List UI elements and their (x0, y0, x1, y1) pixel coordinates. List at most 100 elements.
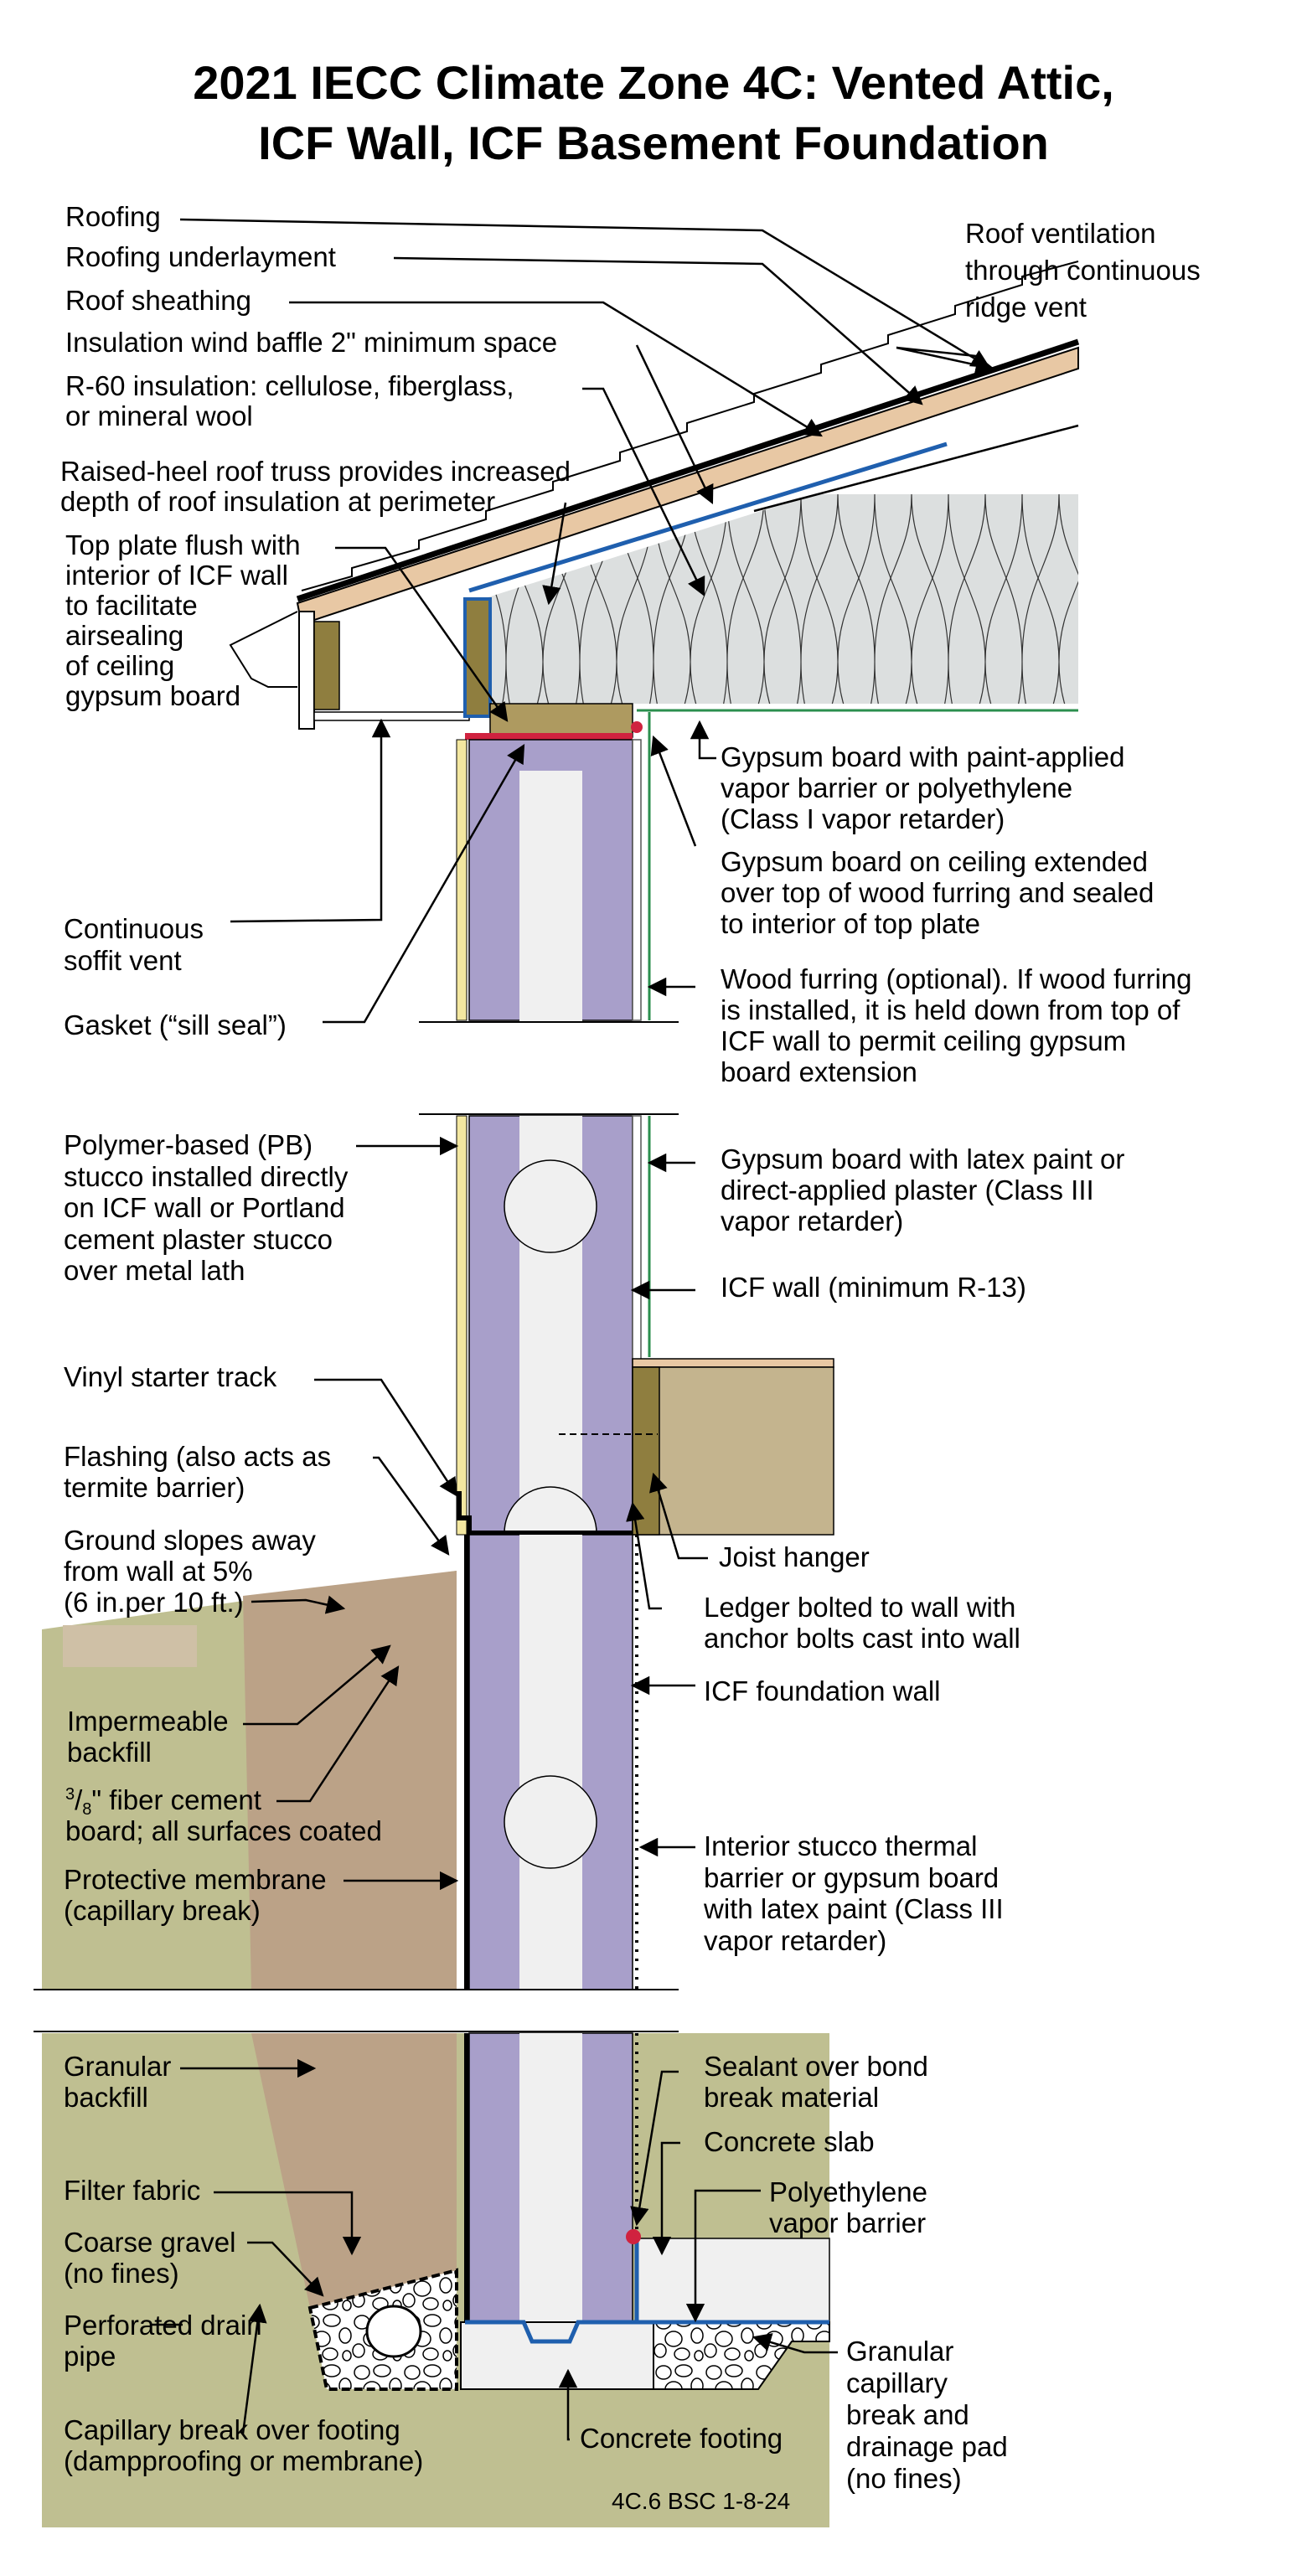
sill-seal-gasket (465, 733, 633, 740)
label-fiber-cement-1: 3/8" fiber cement (65, 1784, 261, 1819)
label-concrete-slab: Concrete slab (704, 2126, 875, 2157)
label-ground-slope-3: (6 in.per 10 ft.) (64, 1587, 244, 1618)
label-icf-wall: ICF wall (minimum R-13) (721, 1272, 1026, 1303)
label-granular-pad-5: (no fines) (846, 2463, 962, 2494)
label-capillary-footing-2: (dampproofing or membrane) (64, 2445, 423, 2476)
vapor-barrier (465, 2238, 829, 2344)
label-poly-barrier-2: vapor barrier (769, 2207, 926, 2238)
label-gypsum-class1-2: vapor barrier or polyethylene (721, 772, 1072, 803)
label-protective-membrane-2: (capillary break) (64, 1895, 261, 1926)
label-drain-pipe-2: pipe (64, 2341, 116, 2372)
label-wood-furring-3: ICF wall to permit ceiling gypsum (721, 1025, 1126, 1056)
label-vinyl-track: Vinyl starter track (64, 1361, 277, 1392)
label-roof-sheathing: Roof sheathing (65, 285, 251, 316)
label-r60-insulation-1: R-60 insulation: cellulose, fiberglass, (65, 370, 514, 401)
label-ridge-vent-1: Roof ventilation (965, 218, 1155, 249)
label-wood-furring-1: Wood furring (optional). If wood furring (721, 963, 1192, 994)
label-gasket: Gasket (“sill seal”) (64, 1009, 287, 1040)
drain-pipe (365, 2305, 422, 2358)
label-concrete-footing: Concrete footing (580, 2423, 783, 2454)
label-ledger-2: anchor bolts cast into wall (704, 1623, 1020, 1654)
label-top-plate-4: airsealing (65, 620, 183, 651)
label-gypsum-class3-3: vapor retarder) (721, 1205, 903, 1236)
diagram-title-line2: ICF Wall, ICF Basement Foundation (258, 116, 1049, 169)
label-top-plate-6: gypsum board (65, 680, 240, 711)
label-raised-heel-truss-2: depth of roof insulation at perimeter (60, 486, 495, 517)
label-pb-stucco-4: cement plaster stucco (64, 1224, 333, 1255)
ceiling-sealant (631, 721, 643, 733)
label-granular-pad-2: capillary (846, 2367, 948, 2398)
label-gypsum-class1-3: (Class I vapor retarder) (721, 803, 1005, 834)
label-soffit-vent-1: Continuous (64, 913, 204, 944)
label-ledger-1: Ledger bolted to wall with (704, 1592, 1015, 1623)
floor-framing (559, 1358, 834, 1536)
label-impermeable-backfill-2: backfill (67, 1737, 152, 1768)
diagram-title-line1: 2021 IECC Climate Zone 4C: Vented Attic, (193, 56, 1114, 109)
label-ridge-vent-3: ridge vent (965, 292, 1087, 323)
soil-upper (42, 1571, 457, 1990)
label-flashing-2: termite barrier) (64, 1472, 245, 1503)
label-gypsum-extended-3: to interior of top plate (721, 908, 980, 939)
label-top-plate-5: of ceiling (65, 650, 174, 681)
label-roofing: Roofing (65, 201, 161, 232)
label-wood-furring-4: board extension (721, 1056, 917, 1087)
label-gypsum-extended-2: over top of wood furring and sealed (721, 877, 1154, 908)
label-wood-furring-2: is installed, it is held down from top o… (721, 994, 1180, 1025)
label-granular-backfill-2: backfill (64, 2082, 148, 2113)
label-top-plate-3: to facilitate (65, 590, 198, 621)
label-capillary-footing-1: Capillary break over footing (64, 2414, 400, 2445)
icf-wall-upper (419, 712, 679, 1023)
label-pb-stucco-2: stucco installed directly (64, 1161, 349, 1192)
labels-left: Roofing Roofing underlayment Roof sheath… (60, 201, 571, 2476)
label-sealant-2: break material (704, 2082, 879, 2113)
heel-block (463, 597, 492, 718)
reference-code: 4C.6 BSC 1-8-24 (612, 2488, 790, 2514)
wind-baffle (468, 441, 948, 593)
label-granular-pad-1: Granular (846, 2336, 953, 2367)
label-flashing-1: Flashing (also acts as (64, 1441, 331, 1472)
label-fiber-cement-2: board; all surfaces coated (65, 1815, 382, 1846)
label-gypsum-extended-1: Gypsum board on ceiling extended (721, 846, 1148, 877)
leader-lines (151, 218, 995, 2441)
label-r60-insulation-2: or mineral wool (65, 400, 253, 431)
icf-foundation-upper (34, 1534, 679, 1990)
label-filter-fabric: Filter fabric (64, 2175, 200, 2206)
label-interior-stucco-1: Interior stucco thermal (704, 1830, 977, 1861)
top-plate (489, 703, 633, 738)
label-soffit-vent-2: soffit vent (64, 945, 182, 976)
fraction-denominator: 8 (82, 1800, 91, 1819)
label-sealant-1: Sealant over bond (704, 2051, 928, 2082)
label-top-plate-2: interior of ICF wall (65, 560, 288, 591)
label-interior-stucco-4: vapor retarder) (704, 1925, 886, 1956)
label-protective-membrane-1: Protective membrane (64, 1864, 327, 1895)
label-ridge-vent-2: through continuous (965, 255, 1201, 286)
label-gypsum-class3-1: Gypsum board with latex paint or (721, 1143, 1124, 1174)
fraction-numerator: 3 (65, 1785, 75, 1804)
bond-break-sealant (626, 2229, 641, 2244)
label-granular-pad-3: break and (846, 2399, 969, 2430)
icf-wall-middle (419, 1113, 679, 1580)
label-raised-heel-truss-1: Raised-heel roof truss provides increase… (60, 456, 571, 487)
icf-foundation-lower (464, 2032, 638, 2323)
label-ground-slope-2: from wall at 5% (64, 1556, 253, 1587)
label-roofing-underlayment: Roofing underlayment (65, 241, 336, 272)
flashing (457, 1491, 633, 1536)
label-coarse-gravel-2: (no fines) (64, 2258, 179, 2289)
labels-right: Roof ventilation through continuous ridg… (580, 218, 1201, 2494)
label-top-plate-1: Top plate flush with (65, 529, 301, 560)
label-wind-baffle: Insulation wind baffle 2" minimum space (65, 327, 557, 358)
label-ground-slope-1: Ground slopes away (64, 1525, 316, 1556)
label-poly-barrier-1: Polyethylene (769, 2176, 927, 2207)
label-coarse-gravel-1: Coarse gravel (64, 2227, 235, 2258)
label-impermeable-backfill-1: Impermeable (67, 1706, 229, 1737)
concrete-slab (636, 2238, 830, 2323)
label-interior-stucco-2: barrier or gypsum board (704, 1862, 999, 1893)
label-granular-backfill-1: Granular (64, 2051, 171, 2082)
roof-assembly (296, 261, 1080, 626)
label-pb-stucco-3: on ICF wall or Portland (64, 1192, 345, 1223)
concrete-footing (460, 2321, 654, 2390)
label-granular-pad-4: drainage pad (846, 2431, 1008, 2462)
label-joist-hanger: Joist hanger (719, 1541, 870, 1572)
label-gypsum-class1-1: Gypsum board with paint-applied (721, 741, 1124, 772)
